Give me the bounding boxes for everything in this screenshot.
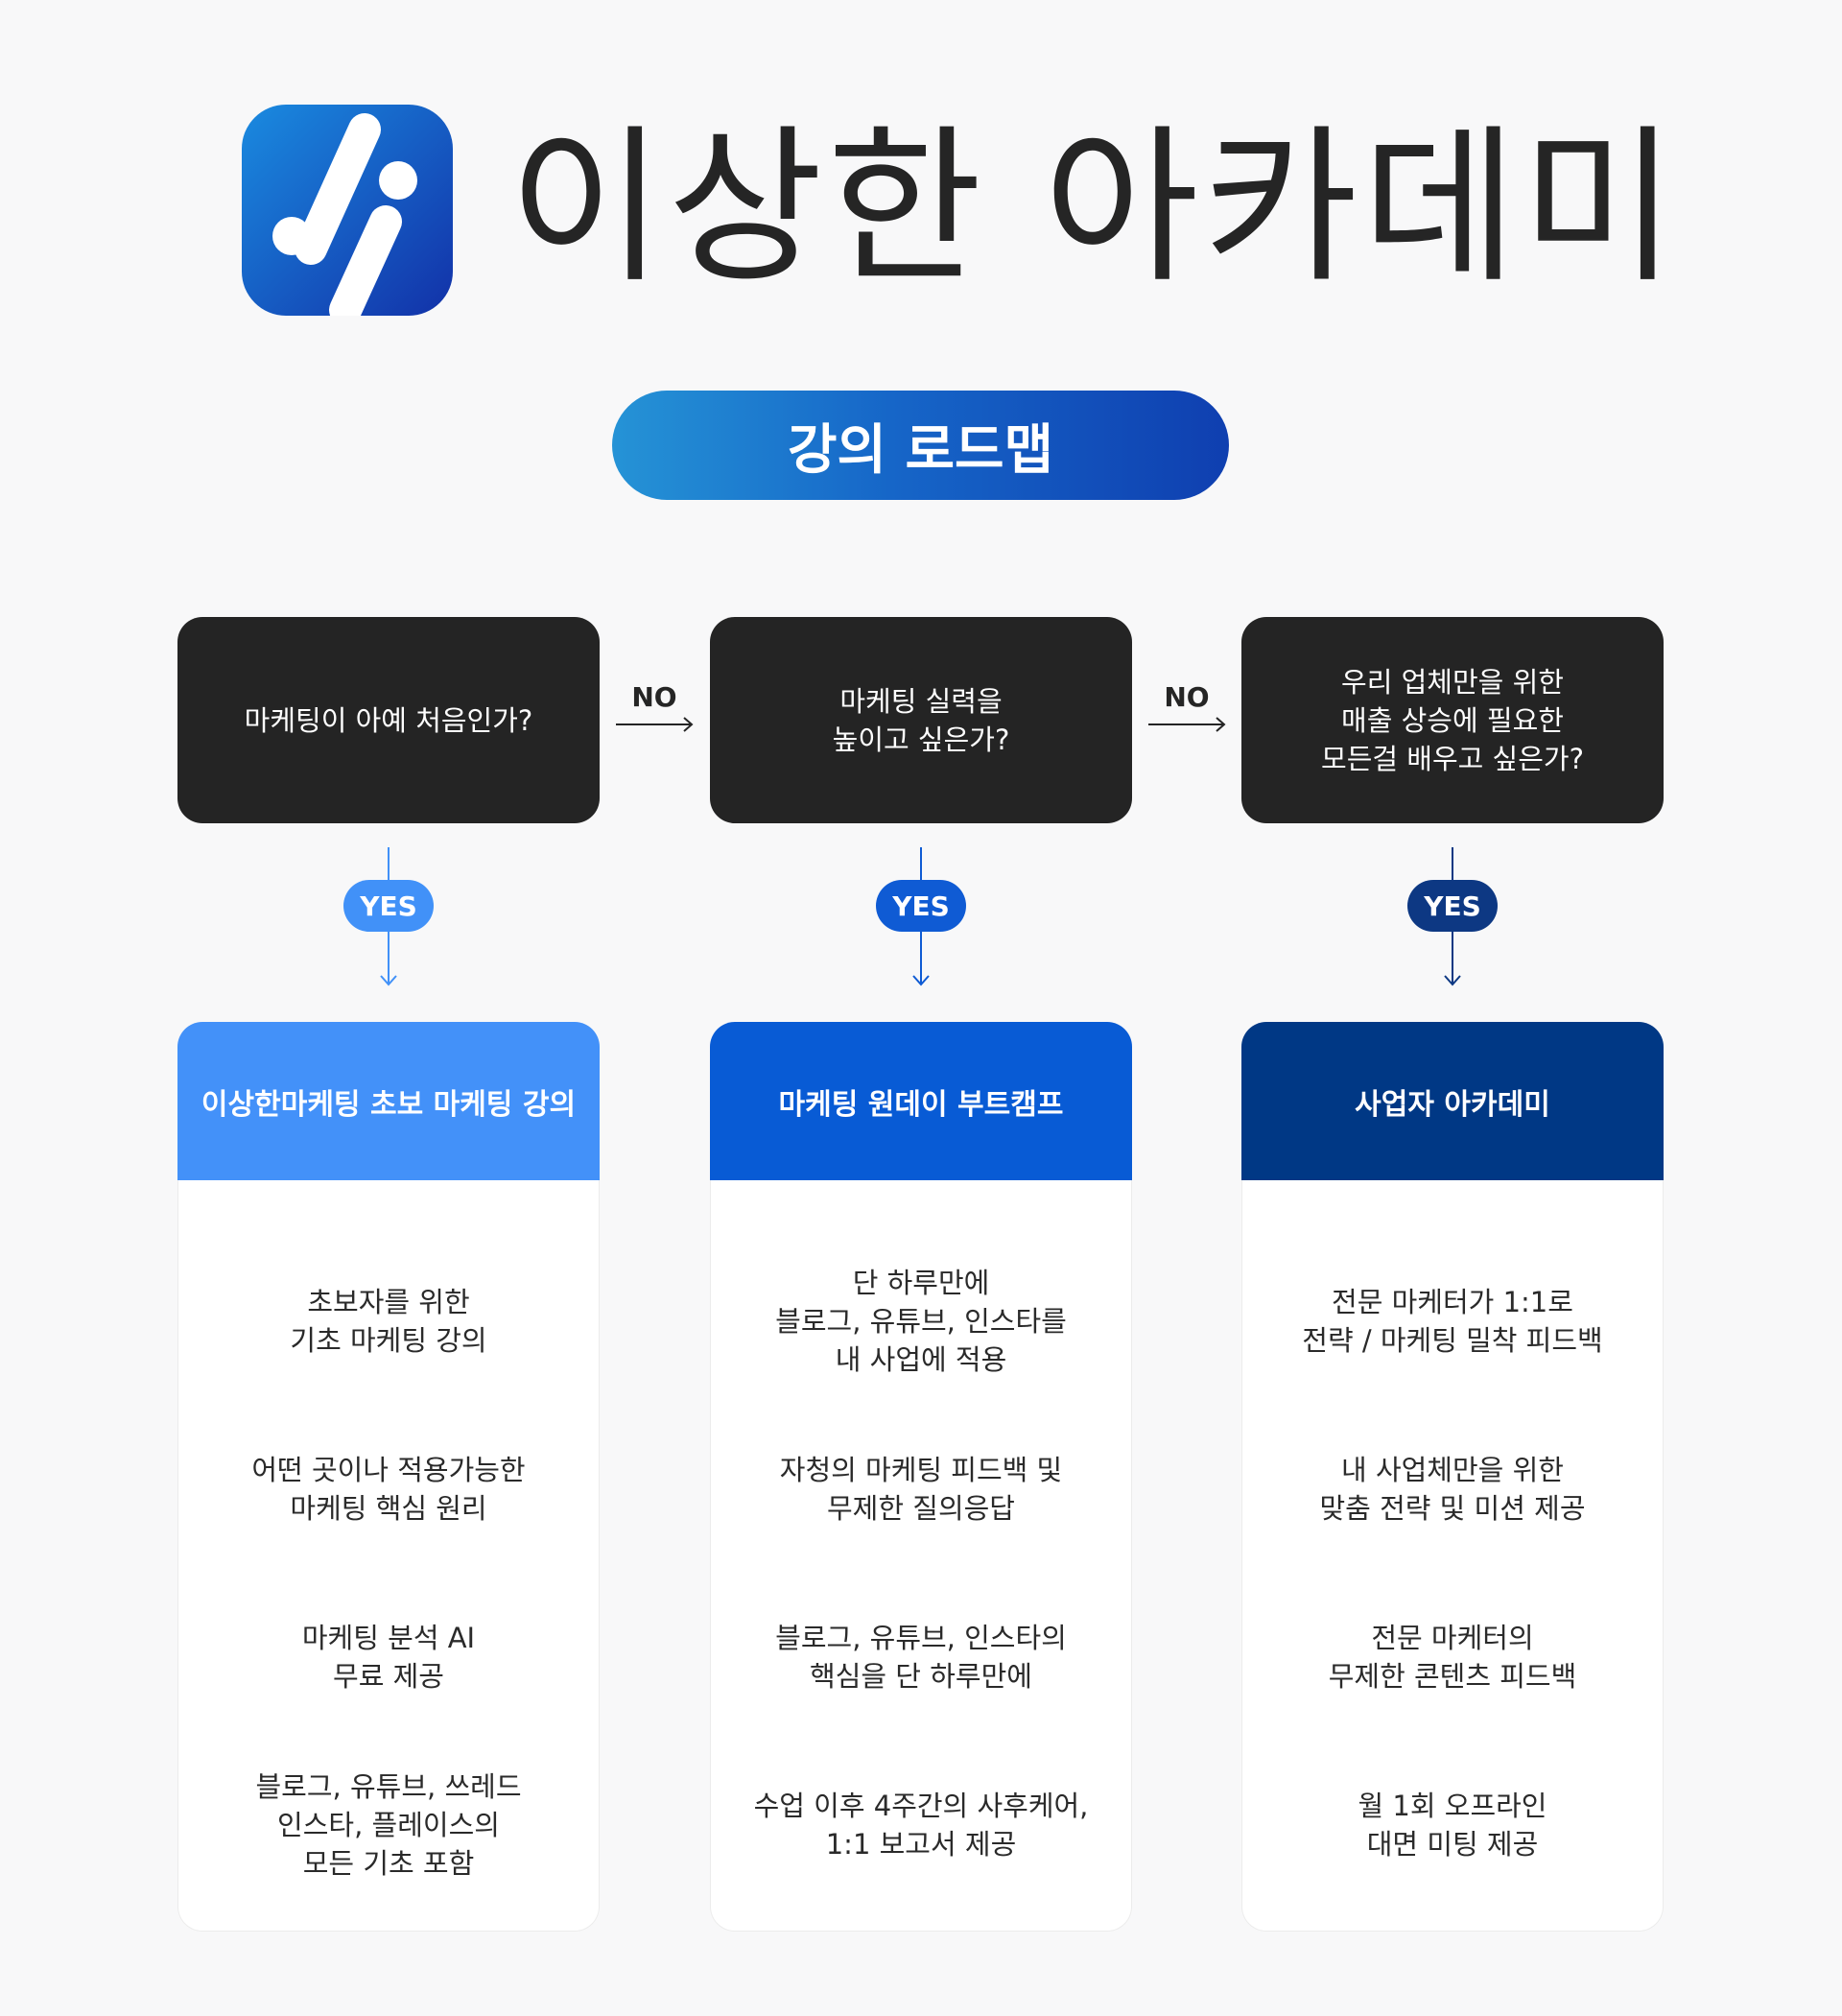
feature-text: 블로그, 유튜브, 쓰레드 인스타, 플레이스의 모든 기초 포함 (255, 1770, 522, 1880)
right-arrow-icon (616, 717, 694, 732)
feature-text: 초보자를 위한 기초 마케팅 강의 (290, 1286, 487, 1357)
yes-connector-1: YES (341, 847, 437, 991)
feature-item: 초보자를 위한 기초 마케팅 강의 (178, 1245, 599, 1398)
feature-text: 수업 이후 4주간의 사후케어, 1:1 보고서 제공 (753, 1790, 1089, 1861)
no-connector-1: NO (611, 672, 697, 758)
feature-text: 마케팅 분석 AI 무료 제공 (301, 1622, 476, 1693)
question-text-1: 마케팅이 아예 처음인가? (244, 703, 533, 737)
yes-connector-3: YES (1405, 847, 1500, 991)
feature-text: 전문 마케터의 무제한 콘텐츠 피드백 (1328, 1622, 1577, 1693)
course-card-2: 단 하루만에 블로그, 유튜브, 인스타를 내 사업에 적용 자청의 마케팅 피… (710, 1180, 1132, 1932)
course-header-1: 이상한마케팅 초보 마케팅 강의 (177, 1022, 600, 1180)
no-label-1: NO (631, 681, 677, 713)
question-box-1: 마케팅이 아예 처음인가? (177, 617, 600, 823)
course-name-2: 마케팅 원데이 부트캠프 (778, 1087, 1064, 1122)
yes-connector-2: YES (873, 847, 969, 991)
feature-item: 자청의 마케팅 피드백 및 무제한 질의응답 (711, 1412, 1131, 1566)
roadmap-title: 강의 로드맵 (787, 418, 1054, 482)
feature-item: 블로그, 유튜브, 인스타의 핵심을 단 하루만에 (711, 1580, 1131, 1734)
feature-item: 월 1회 오프라인 대면 미팅 제공 (1242, 1748, 1663, 1902)
brand-logo-icon (242, 105, 453, 326)
no-connector-2: NO (1144, 672, 1230, 758)
feature-item: 전문 마케터의 무제한 콘텐츠 피드백 (1242, 1580, 1663, 1734)
course-header-3: 사업자 아카데미 (1241, 1022, 1664, 1180)
feature-item: 어떤 곳이나 적용가능한 마케팅 핵심 원리 (178, 1412, 599, 1566)
course-name-1: 이상한마케팅 초보 마케팅 강의 (201, 1087, 577, 1122)
roadmap-title-pill: 강의 로드맵 (612, 391, 1229, 500)
question-text-2: 마케팅 실력을 높이고 싶은가? (832, 684, 1010, 756)
no-label-2: NO (1164, 681, 1210, 713)
feature-item: 블로그, 유튜브, 쓰레드 인스타, 플레이스의 모든 기초 포함 (178, 1748, 599, 1902)
feature-item: 마케팅 분석 AI 무료 제공 (178, 1580, 599, 1734)
feature-item: 수업 이후 4주간의 사후케어, 1:1 보고서 제공 (711, 1748, 1131, 1902)
feature-text: 전문 마케터가 1:1로 전략 / 마케팅 밀착 피드백 (1302, 1286, 1603, 1357)
feature-text: 월 1회 오프라인 대면 미팅 제공 (1358, 1790, 1547, 1861)
down-arrow-icon (380, 847, 397, 986)
question-box-2: 마케팅 실력을 높이고 싶은가? (710, 617, 1132, 823)
course-header-2: 마케팅 원데이 부트캠프 (710, 1022, 1132, 1180)
course-card-1: 초보자를 위한 기초 마케팅 강의 어떤 곳이나 적용가능한 마케팅 핵심 원리… (177, 1180, 600, 1932)
right-arrow-icon (1148, 717, 1226, 732)
course-name-3: 사업자 아카데미 (1355, 1087, 1550, 1122)
feature-text: 어떤 곳이나 적용가능한 마케팅 핵심 원리 (251, 1454, 526, 1525)
feature-text: 블로그, 유튜브, 인스타의 핵심을 단 하루만에 (775, 1622, 1067, 1693)
down-arrow-icon (1444, 847, 1461, 986)
yes-badge-1: YES (343, 880, 434, 932)
feature-text: 내 사업체만을 위한 맞춤 전략 및 미션 제공 (1319, 1454, 1586, 1525)
feature-text: 자청의 마케팅 피드백 및 무제한 질의응답 (779, 1454, 1063, 1525)
course-card-3: 전문 마케터가 1:1로 전략 / 마케팅 밀착 피드백 내 사업체만을 위한 … (1241, 1180, 1664, 1932)
question-box-3: 우리 업체만을 위한 매출 상승에 필요한 모든걸 배우고 싶은가? (1241, 617, 1664, 823)
yes-badge-2: YES (876, 880, 966, 932)
feature-item: 내 사업체만을 위한 맞춤 전략 및 미션 제공 (1242, 1412, 1663, 1566)
brand-name: 이상한 아카데미 (508, 109, 1681, 306)
yes-badge-3: YES (1407, 880, 1498, 932)
feature-item: 전문 마케터가 1:1로 전략 / 마케팅 밀착 피드백 (1242, 1245, 1663, 1398)
down-arrow-icon (912, 847, 930, 986)
question-text-3: 우리 업체만을 위한 매출 상승에 필요한 모든걸 배우고 싶은가? (1321, 665, 1584, 775)
feature-item: 단 하루만에 블로그, 유튜브, 인스타를 내 사업에 적용 (711, 1245, 1131, 1398)
feature-text: 단 하루만에 블로그, 유튜브, 인스타를 내 사업에 적용 (775, 1267, 1067, 1376)
